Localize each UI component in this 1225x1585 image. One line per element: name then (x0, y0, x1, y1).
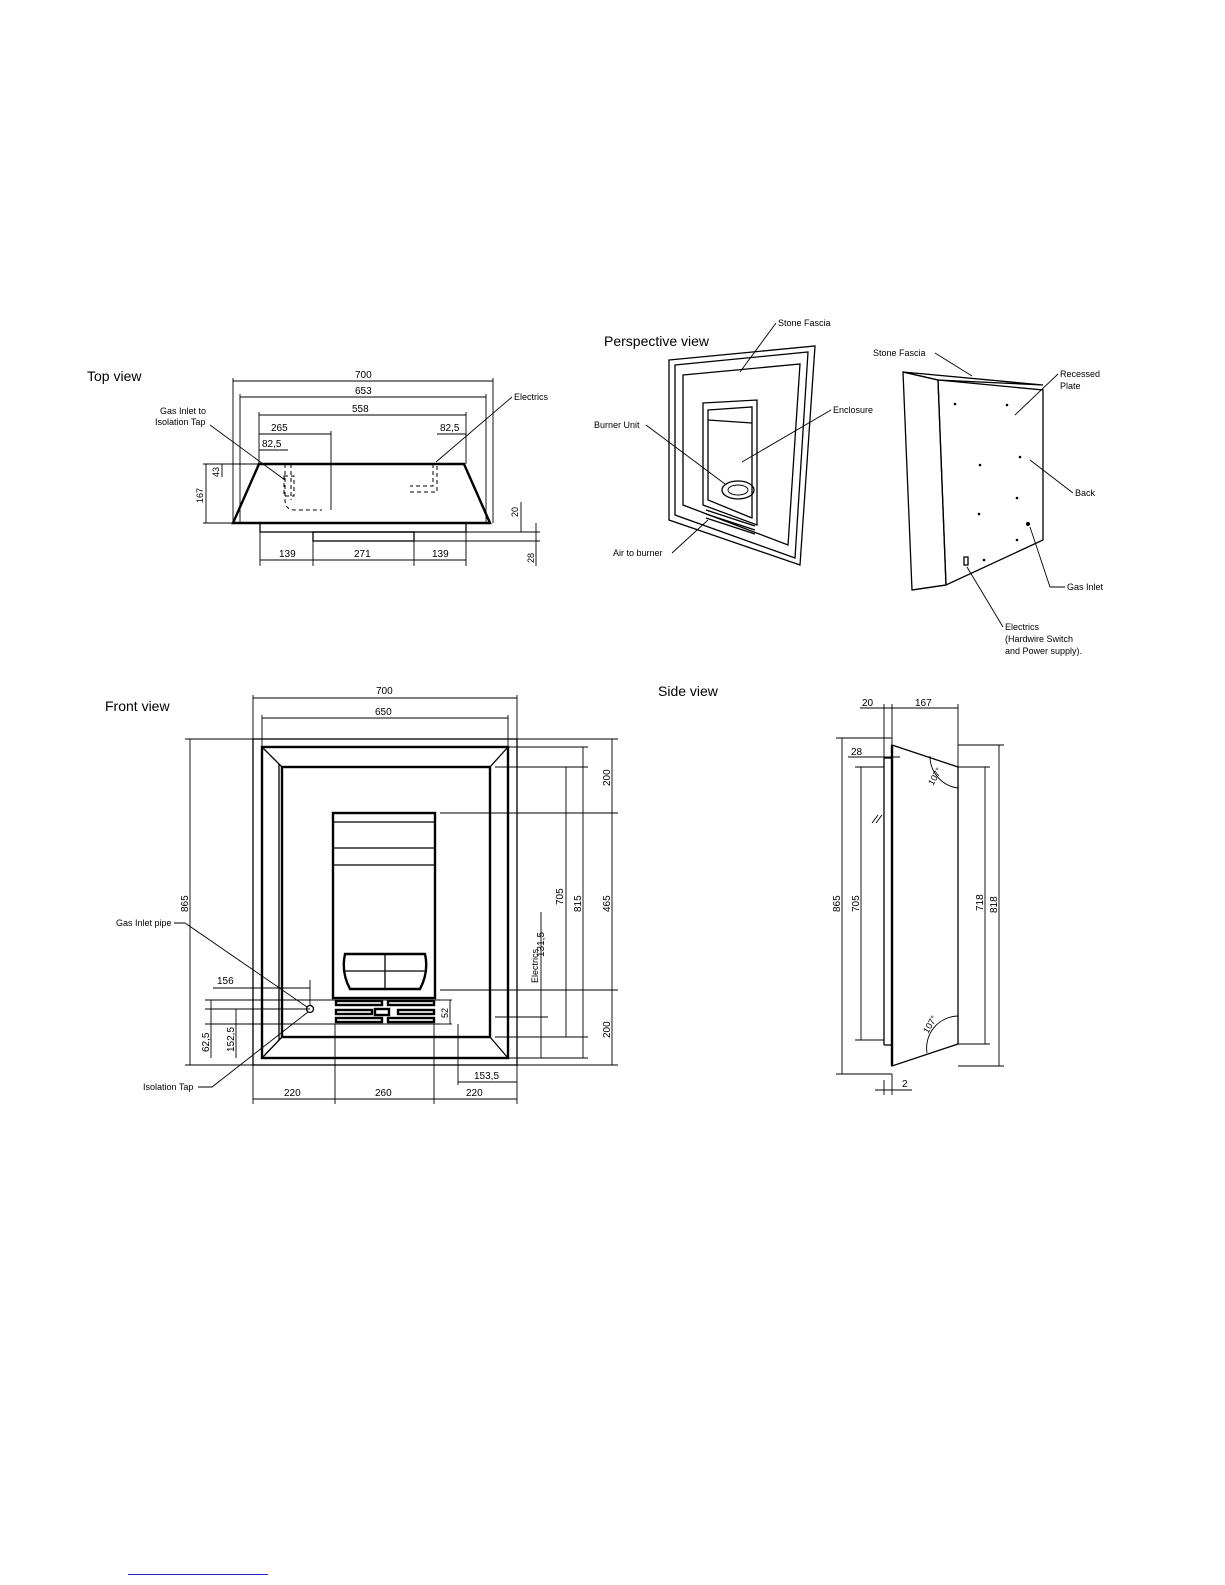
dim-front-705: 705 (555, 888, 566, 905)
front-view-title: Front view (105, 698, 170, 714)
label-recessed: Recessed (1060, 369, 1100, 379)
label-electrics-top: Electrics (514, 392, 549, 402)
label-stone-fascia-1: Stone Fascia (778, 318, 831, 328)
gas-pipe-path (284, 464, 322, 511)
dim-front-700: 700 (376, 686, 393, 697)
dim-top-558: 558 (352, 404, 369, 415)
label-gas-inlet-pipe: Gas Inlet pipe (116, 918, 172, 928)
front-view: Front view 700 650 (105, 686, 618, 1104)
dim-side-2: 2 (902, 1079, 908, 1090)
angle-top: 107° (926, 766, 944, 787)
rear-back-plate (937, 379, 1044, 587)
enclosure-front (702, 399, 758, 526)
dim-top-82-5-left: 82,5 (262, 439, 282, 450)
dim-front-200-bottom: 200 (602, 1021, 613, 1038)
dim-front-260: 260 (375, 1088, 392, 1099)
dim-top-82-5-right: 82,5 (440, 423, 460, 434)
label-gas-inlet: Gas Inlet (1067, 582, 1104, 592)
dim-top-271: 271 (354, 549, 371, 560)
dim-front-220-left: 220 (284, 1088, 301, 1099)
dim-front-200-top: 200 (602, 769, 613, 786)
footer-link-underline (128, 1574, 268, 1575)
dim-front-62-5: 62,5 (201, 1032, 212, 1052)
label-electrics-rear: Electrics (1005, 622, 1040, 632)
dim-side-705: 705 (851, 895, 862, 912)
top-view-body (231, 462, 492, 525)
perspective-view-title: Perspective view (604, 333, 710, 349)
label-electrics-front: Electrics (530, 948, 540, 983)
top-view-base (259, 522, 467, 533)
dim-side-718: 718 (975, 894, 986, 911)
label-burner-unit: Burner Unit (594, 420, 640, 430)
dim-front-131-5: 131,5 (536, 932, 547, 957)
dim-side-818: 818 (989, 896, 1000, 913)
electrics-outlet (963, 556, 969, 566)
dim-side-865: 865 (832, 895, 843, 912)
label-gas-inlet-to: Gas Inlet to (160, 406, 206, 416)
dim-front-52: 52 (440, 1008, 450, 1018)
label-hardwire-switch: (Hardwire Switch (1005, 634, 1073, 644)
dim-side-28: 28 (851, 747, 863, 758)
dim-top-653: 653 (355, 386, 372, 397)
top-view-spigot (312, 531, 415, 542)
dim-side-20: 20 (862, 698, 874, 709)
dim-front-465: 465 (602, 895, 613, 912)
dim-top-139-left: 139 (279, 549, 296, 560)
dim-top-139-right: 139 (432, 549, 449, 560)
dim-front-152-5: 152,5 (226, 1027, 237, 1052)
label-isolation-tap-front: Isolation Tap (143, 1082, 193, 1092)
electrics-path (410, 464, 438, 493)
top-view-title: Top view (87, 368, 142, 384)
rear-view: Stone Fascia Recessed Plate Back Gas Inl… (873, 348, 1104, 656)
perspective-view: Perspective view Stone Fascia Burner Uni… (594, 318, 873, 566)
burner-window (331, 811, 437, 1000)
dim-front-650: 650 (375, 707, 392, 718)
dim-top-43: 43 (211, 467, 221, 477)
front-opening (280, 765, 492, 1039)
dim-top-28: 28 (526, 553, 536, 563)
label-stone-fascia-2: Stone Fascia (873, 348, 926, 358)
fascia-outline (668, 345, 816, 566)
dim-front-865: 865 (180, 895, 191, 912)
side-view: Side view 107° 107° 20 167 28 865 705 (658, 683, 1004, 1095)
label-enclosure: Enclosure (833, 405, 873, 415)
label-plate: Plate (1060, 381, 1081, 391)
label-power-supply: and Power supply). (1005, 646, 1082, 656)
dim-front-815: 815 (573, 895, 584, 912)
dim-side-167: 167 (915, 698, 932, 709)
dim-top-700: 700 (355, 370, 372, 381)
label-air-to-burner: Air to burner (613, 548, 663, 558)
top-view: Top view 700 653 558 265 82,5 82,5 43 (87, 368, 549, 566)
dim-front-220-right: 220 (466, 1088, 483, 1099)
front-outer (252, 738, 518, 1066)
front-fascia (260, 745, 510, 1060)
dim-top-20: 20 (510, 507, 520, 517)
side-view-title: Side view (658, 683, 719, 699)
burner-logs (342, 952, 428, 991)
dim-top-265: 265 (271, 423, 288, 434)
label-back: Back (1075, 488, 1096, 498)
dim-front-153-5: 153,5 (474, 1071, 499, 1082)
burner-log (721, 480, 755, 500)
dim-top-167: 167 (195, 488, 205, 503)
label-isolation-tap: Isolation Tap (155, 417, 205, 427)
dim-front-156: 156 (217, 976, 234, 987)
fascia-inner (682, 363, 801, 546)
